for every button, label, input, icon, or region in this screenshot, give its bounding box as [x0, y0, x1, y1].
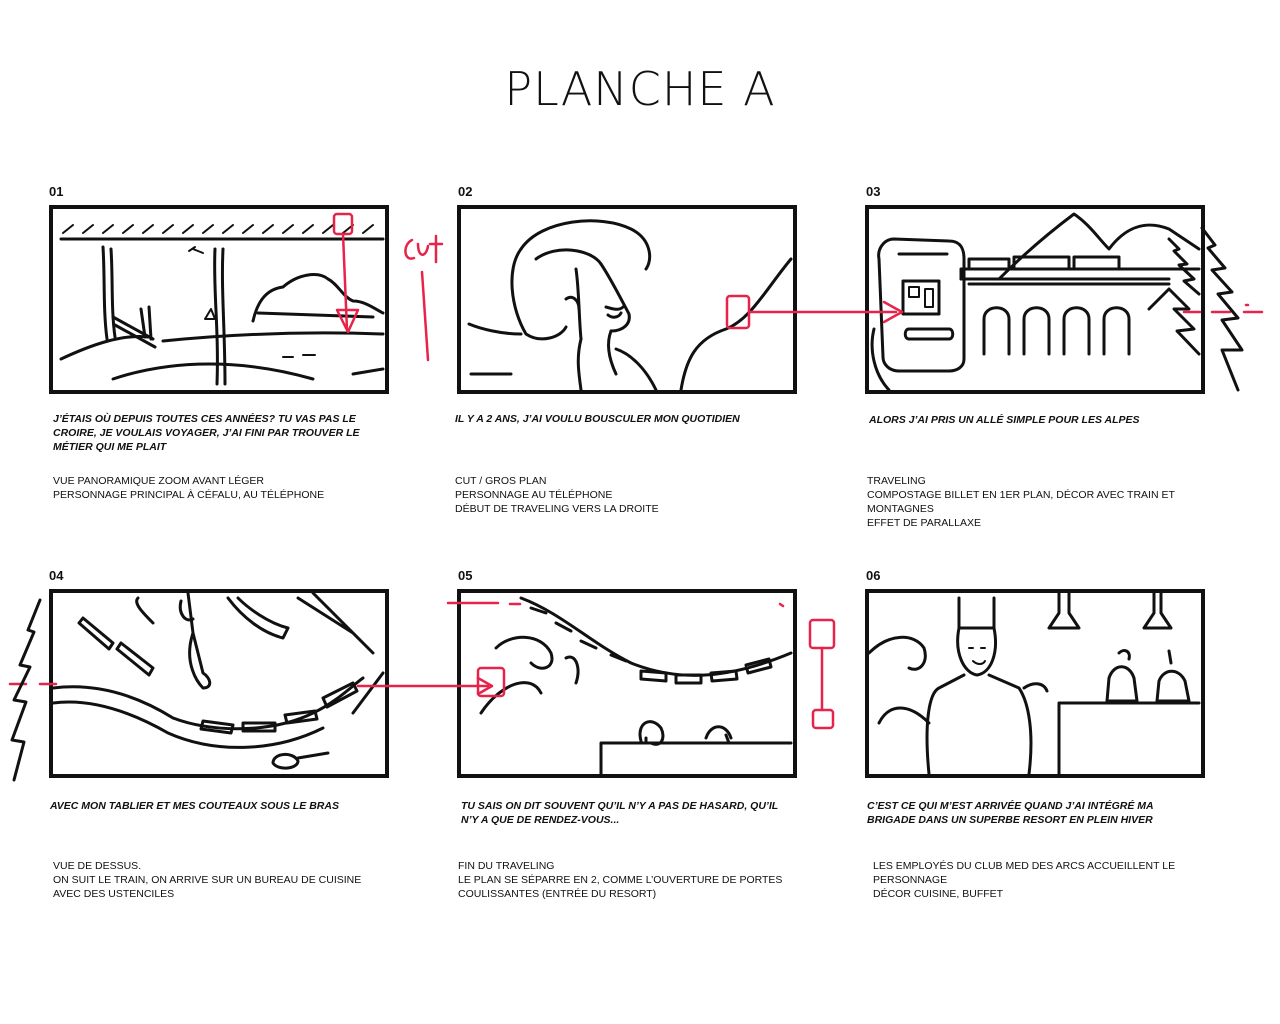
- sketch-kitchen-brigade: [869, 593, 1201, 774]
- pine-tree-icon: [1200, 226, 1244, 392]
- panel-notes-01: VUE PANORAMIQUE ZOOM AVANT LÉGER PERSONN…: [53, 474, 383, 502]
- panel-notes-06: LES EMPLOYÉS DU CLUB MED DES ARCS ACCUEI…: [873, 859, 1203, 901]
- cut-handwriting-icon: [404, 234, 444, 264]
- sketch-character-closeup: [467, 219, 793, 390]
- panel-number-05: 05: [458, 568, 473, 583]
- panel-number-01: 01: [49, 184, 64, 199]
- panel-note: FIN DU TRAVELING: [458, 860, 555, 872]
- panel-dialogue-06: C’EST CE QUI M’EST ARRIVÉE QUAND J’AI IN…: [867, 800, 1154, 826]
- panel-number-04: 04: [49, 568, 64, 583]
- storyboard-frame-02: [457, 205, 797, 394]
- door-marker-bottom-icon: [811, 708, 835, 730]
- panel-dialogue-01: J’ÉTAIS OÙ DEPUIS TOUTES CES ANNÉES? TU …: [53, 413, 360, 453]
- sketch-sliding-doors: [479, 596, 793, 774]
- panel-dialogue-05: TU SAIS ON DIT SOUVENT QU’IL N’Y A PAS D…: [461, 800, 778, 826]
- panel-note: PERSONNAGE AU TÉLÉPHONE: [455, 489, 613, 501]
- storyboard-frame-03: [865, 205, 1205, 394]
- panel-note: PERSONNAGE PRINCIPAL À CÉFALU, AU TÉLÉPH…: [53, 489, 325, 501]
- panel-number-02: 02: [458, 184, 473, 199]
- storyboard-frame-04: [49, 589, 389, 778]
- sketch-top-view-kitchen: [53, 593, 385, 770]
- sketch-train-mountains: [870, 212, 1201, 390]
- panel-dialogue-02: IL Y A 2 ANS, J’AI VOULU BOUSCULER MON Q…: [455, 413, 740, 425]
- panel-note: LES EMPLOYÉS DU CLUB MED DES ARCS ACCUEI…: [873, 860, 1176, 886]
- panel-note: EFFET DE PARALLAXE: [867, 517, 981, 529]
- page-title: PLANCHE A: [504, 62, 776, 116]
- sketch-panoramic-street: [59, 224, 385, 386]
- panel-dialogue-04: AVEC MON TABLIER ET MES COUTEAUX SOUS LE…: [50, 800, 339, 812]
- cut-divider-line-icon: [420, 270, 430, 362]
- panel-note: VUE PANORAMIQUE ZOOM AVANT LÉGER: [53, 475, 265, 487]
- panel-note: DÉCOR CUISINE, BUFFET: [873, 888, 1004, 900]
- panel-note: TRAVELING: [867, 475, 926, 487]
- panel-note: COMPOSTAGE BILLET EN 1ER PLAN, DÉCOR AVE…: [867, 489, 1175, 515]
- panel-note: VUE DE DESSUS.: [53, 860, 142, 872]
- storyboard-frame-06: [865, 589, 1205, 778]
- pine-tree-icon: [10, 598, 42, 782]
- panel-notes-04: VUE DE DESSUS. ON SUIT LE TRAIN, ON ARRI…: [53, 859, 383, 901]
- panel-note: DÉBUT DE TRAVELING VERS LA DROITE: [455, 503, 659, 515]
- panel-note: LE PLAN SE SÉPARRE EN 2, COMME L’OUVERTU…: [458, 874, 783, 900]
- panel-number-03: 03: [866, 184, 881, 199]
- panel-number-06: 06: [866, 568, 881, 583]
- storyboard-frame-01: [49, 205, 389, 394]
- storyboard-frame-05: [457, 589, 797, 778]
- door-marker-top-icon: [808, 618, 836, 650]
- panel-note: ON SUIT LE TRAIN, ON ARRIVE SUR UN BUREA…: [53, 874, 362, 900]
- panel-note: CUT / GROS PLAN: [455, 475, 547, 487]
- panel-notes-05: FIN DU TRAVELING LE PLAN SE SÉPARRE EN 2…: [458, 859, 788, 901]
- panel-notes-03: TRAVELING COMPOSTAGE BILLET EN 1ER PLAN,…: [867, 474, 1197, 530]
- panel-dialogue-03: ALORS J’AI PRIS UN ALLÉ SIMPLE POUR LES …: [869, 414, 1140, 426]
- panel-notes-02: CUT / GROS PLAN PERSONNAGE AU TÉLÉPHONE …: [455, 474, 785, 516]
